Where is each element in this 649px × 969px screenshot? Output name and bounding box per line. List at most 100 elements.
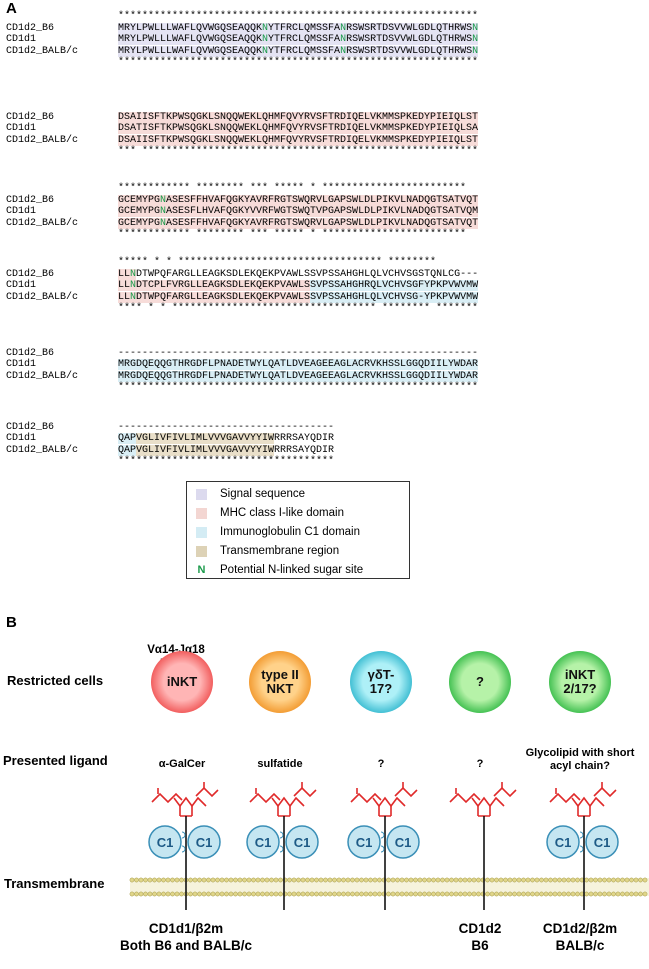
conservation-line: ***** * * ******************************…: [118, 257, 437, 268]
panel-a-letter: A: [6, 0, 17, 17]
lipid-head: [575, 891, 580, 897]
lipid-head: [129, 891, 135, 897]
sequence-residues: ------------------------------------: [118, 421, 335, 433]
lipid-head: [539, 877, 544, 883]
lipid-head: [219, 891, 225, 897]
lipid-head: [215, 891, 220, 897]
legend-label: Immunoglobulin C1 domain: [220, 526, 360, 538]
conservation-line: ****************************************…: [118, 57, 479, 68]
c1-domain-left: [347, 825, 381, 859]
lipid-head: [426, 891, 432, 897]
sequence-row: CD1d2_BALB/c MRYLPWLLLWAFLQVWGQSEAQQKNYTF…: [6, 45, 479, 58]
lipid-head: [507, 891, 513, 897]
lipid-head: [440, 891, 445, 897]
sequence-residues: MRGDQEQQGTHRGDFLPNADETWYLQATLDVEAGEEAGLA…: [118, 370, 479, 382]
lipid-head: [521, 891, 526, 897]
lipid-head: [251, 891, 256, 897]
lipid-head: [435, 877, 441, 883]
lipid-head: [269, 877, 274, 883]
lipid-head: [206, 891, 211, 897]
lipid-head: [557, 891, 562, 897]
lipid-head: [300, 891, 306, 897]
lipid-head: [363, 891, 369, 897]
lipid-head: [548, 891, 553, 897]
lipid-head: [156, 877, 162, 883]
lipid-head: [458, 891, 463, 897]
lipid-head: [278, 891, 283, 897]
lipid-head: [354, 891, 360, 897]
lipid-head: [188, 877, 193, 883]
ligand-label: Glycolipid with short acyl chain?: [525, 747, 635, 772]
lipid-head: [219, 877, 225, 883]
cell-label: iNKT: [166, 674, 198, 689]
lipid-head: [480, 877, 486, 883]
conservation-line: [6, 100, 478, 112]
sequence-name: CD1d2_BALB/c: [6, 45, 79, 57]
lipid-head: [498, 891, 504, 897]
disulfide-mark: [579, 831, 584, 853]
lipid-head: [516, 877, 522, 883]
sequence-residues: LLNDTWPQFARGLLEAGKSDLEKQEKPVAWLSSVPSSAHG…: [118, 268, 479, 280]
disulfide-mark: [279, 831, 284, 853]
lipid-head: [530, 877, 535, 883]
lipid-head: [327, 877, 333, 883]
sequence-row: CD1d2_B6--------------------------------…: [6, 348, 478, 360]
lipid-head: [606, 877, 612, 883]
membrane-band: [130, 878, 649, 896]
lipid-head: [336, 877, 342, 883]
ligand-label: ?: [377, 758, 385, 770]
lipid-head: [237, 877, 243, 883]
lipid-head: [318, 891, 324, 897]
lipid-head: [444, 877, 450, 883]
lipid-head: [579, 877, 585, 883]
sequence-name: CD1d1: [6, 280, 37, 291]
lipid-head: [413, 877, 418, 883]
lipid-head: [408, 891, 414, 897]
restricted-cells-label: Restricted cells: [7, 673, 104, 688]
lipid-head: [183, 891, 189, 897]
lipid-head: [381, 877, 387, 883]
lipid-head: [138, 877, 144, 883]
sequence-name: CD1d2_B6: [6, 268, 55, 280]
lipid-head: [165, 891, 171, 897]
lipid-head: [291, 877, 297, 883]
lipid-head: [138, 891, 144, 897]
lipid-head: [300, 877, 306, 883]
lipid-head: [179, 891, 184, 897]
lipid-head: [566, 877, 571, 883]
lipid-head: [273, 891, 279, 897]
lipid-head: [336, 891, 342, 897]
sequence-residues: ----------------------------------------…: [118, 347, 479, 359]
sequence-residues: DSAIISFTKPWSQGKLSNQQWEKLQHMFQVYRVSFTRDIQ…: [118, 134, 479, 146]
ligand-label: ?: [476, 758, 484, 770]
alignment-block: CD1d2_B6--------------------------------…: [6, 336, 479, 394]
lipid-head: [611, 877, 616, 883]
lipid-head: [323, 877, 328, 883]
sequence-name: CD1d1: [6, 123, 37, 134]
lipid-head: [620, 877, 625, 883]
lipid-head: [467, 877, 472, 883]
lipid-head: [525, 877, 531, 883]
conservation-line: ****************************************…: [118, 382, 479, 393]
lipid-head: [233, 877, 238, 883]
lipid-head: [408, 877, 414, 883]
c1-domain-right: [386, 825, 420, 859]
sequence-residues: MRYLPWLLLWAFLQVWGQSEAQQKNYTFRCLQMSSFANRS…: [118, 45, 479, 57]
lipid-head: [179, 877, 184, 883]
lipid-head: [305, 891, 310, 897]
lipid-head: [260, 877, 265, 883]
lipid-head: [237, 891, 243, 897]
lipid-head: [620, 891, 625, 897]
sequence-name: CD1d2_B6: [6, 421, 55, 433]
lipid-head: [224, 877, 229, 883]
lipid-head: [264, 877, 270, 883]
lipid-head: [363, 877, 369, 883]
lipid-head: [192, 891, 198, 897]
conservation-line: [6, 336, 478, 348]
lipid-head: [485, 877, 490, 883]
